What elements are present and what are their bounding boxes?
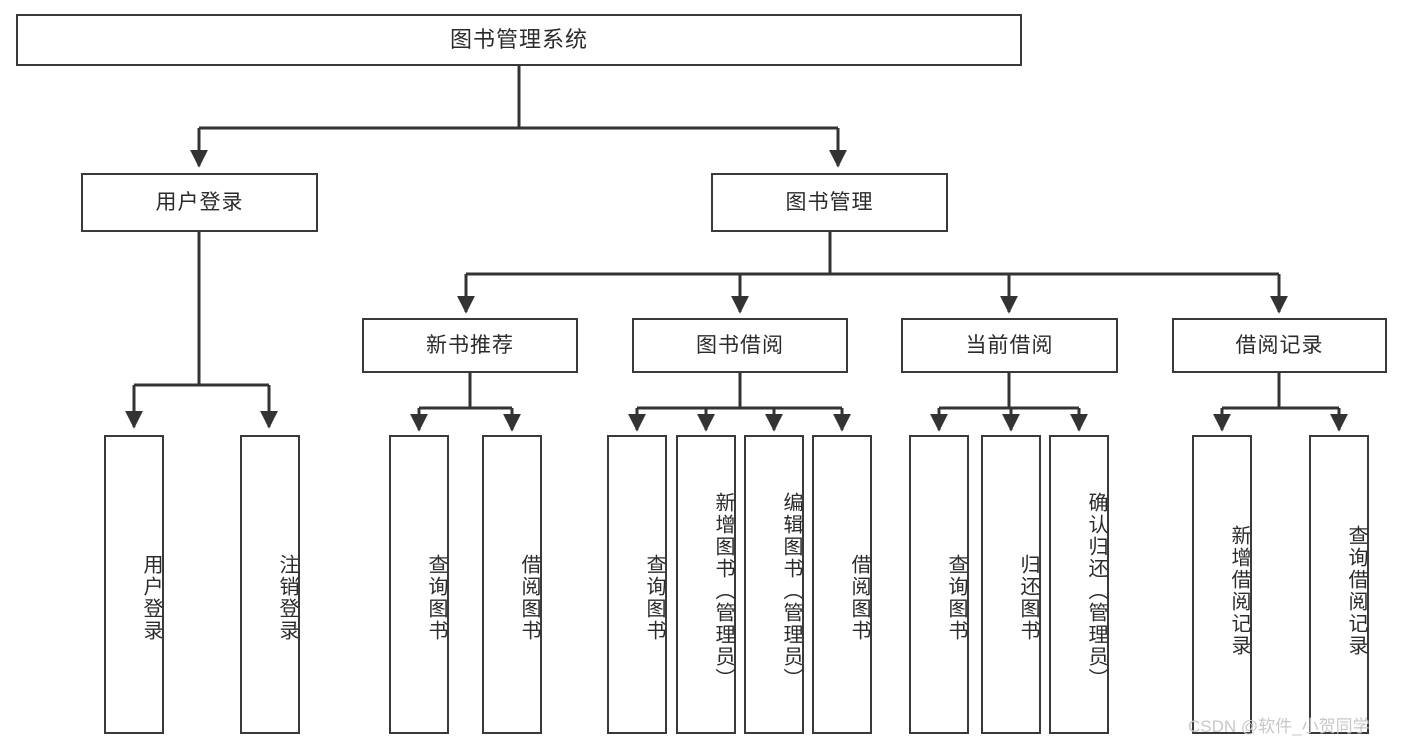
leaf-query-borrow-record[interactable]: 查询借阅记录: [1309, 435, 1369, 734]
leaf-user-login[interactable]: 用户登录: [104, 435, 164, 734]
node-label: 借阅图书: [518, 553, 540, 642]
node-label: 查询借阅记录: [1345, 524, 1367, 657]
node-root-book-management-system[interactable]: 图书管理系统: [16, 14, 1022, 66]
node-label: 确认归还（管理员）: [1085, 491, 1107, 690]
node-label: 用户登录: [155, 190, 244, 214]
node-label: 查询图书: [643, 553, 665, 642]
node-new-book-recommend[interactable]: 新书推荐: [362, 318, 578, 373]
node-label: 编辑图书（管理员）: [780, 491, 802, 690]
node-label: 归还图书: [1017, 553, 1039, 642]
node-label: 新增借阅记录: [1228, 524, 1250, 657]
node-book-management[interactable]: 图书管理: [711, 173, 948, 232]
leaf-borrow-book-recommend[interactable]: 借阅图书: [482, 435, 542, 734]
node-label: 当前借阅: [965, 333, 1054, 357]
node-user-login[interactable]: 用户登录: [81, 173, 318, 232]
leaf-borrow-book-borrow[interactable]: 借阅图书: [812, 435, 872, 734]
node-label: 借阅图书: [848, 553, 870, 642]
node-label: 新增图书（管理员）: [712, 491, 734, 690]
node-current-borrow[interactable]: 当前借阅: [901, 318, 1118, 373]
leaf-query-book-current[interactable]: 查询图书: [909, 435, 969, 734]
leaf-query-book-recommend[interactable]: 查询图书: [389, 435, 449, 734]
node-label: 图书借阅: [696, 333, 784, 357]
node-book-borrow[interactable]: 图书借阅: [632, 318, 848, 373]
leaf-add-borrow-record[interactable]: 新增借阅记录: [1192, 435, 1252, 734]
node-label: 注销登录: [276, 553, 298, 642]
node-label: 查询图书: [425, 553, 447, 642]
node-label: 新书推荐: [426, 333, 514, 357]
leaf-logout-login[interactable]: 注销登录: [240, 435, 300, 734]
node-label: 图书管理: [785, 190, 874, 214]
node-label: 借阅记录: [1235, 333, 1324, 357]
node-label: 图书管理系统: [449, 26, 588, 52]
leaf-return-book[interactable]: 归还图书: [981, 435, 1041, 734]
csdn-watermark: CSDN @软件_小贺同学: [1188, 717, 1370, 736]
node-label: 查询图书: [945, 553, 967, 642]
leaf-edit-book-admin[interactable]: 编辑图书（管理员）: [744, 435, 804, 734]
node-borrow-record[interactable]: 借阅记录: [1172, 318, 1387, 373]
leaf-add-book-admin[interactable]: 新增图书（管理员）: [676, 435, 736, 734]
leaf-query-book-borrow[interactable]: 查询图书: [607, 435, 667, 734]
node-label: 用户登录: [140, 553, 162, 642]
leaf-confirm-return-admin[interactable]: 确认归还（管理员）: [1049, 435, 1109, 734]
